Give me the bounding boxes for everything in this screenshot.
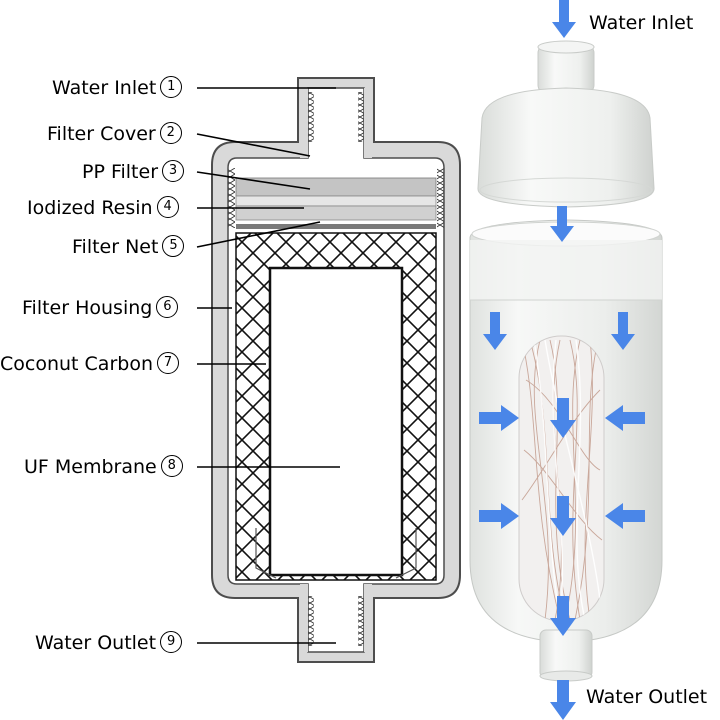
leader-pp-filter [196, 171, 311, 190]
arrow-in-left [479, 405, 519, 431]
label-number: 5 [162, 234, 185, 257]
label-text: Water Inlet [52, 77, 157, 99]
arrow-in-right-low [605, 503, 645, 529]
label-text: Filter Housing [22, 297, 153, 319]
filter-photo [469, 40, 663, 682]
arrow-cap-down [550, 206, 574, 242]
cross-section [211, 77, 461, 663]
outlet-threads [358, 596, 364, 646]
cover-threads [437, 168, 444, 228]
arrow-in-left-low [479, 503, 519, 529]
iodized-resin-layer [235, 195, 437, 207]
outlet-wall-right [364, 584, 372, 652]
flow-arrows [479, 0, 645, 720]
leader-lines [196, 87, 340, 644]
body-thread-band [470, 240, 662, 300]
arrow-inlet-down [552, 0, 576, 38]
label-text: Iodized Resin [27, 197, 153, 219]
label-number: 7 [156, 351, 179, 374]
resin-layer-lower [235, 205, 437, 221]
inlet-threads [358, 92, 364, 142]
arrow-side-down-right [611, 312, 635, 350]
label-number: 3 [162, 159, 185, 182]
photo-outlet-label: Water Outlet [586, 686, 708, 708]
membrane-fibers-light [533, 339, 601, 621]
leader-filter-cover [196, 133, 311, 157]
arrow-exit-down [550, 596, 576, 636]
bottom-seal [255, 528, 277, 579]
filter-net-layer [236, 224, 436, 229]
outlet-wall-left [300, 584, 308, 652]
arrow-center-down-low [550, 496, 576, 536]
inlet-threads [308, 92, 314, 142]
label-text: UF Membrane [24, 456, 157, 478]
pp-filter-layer [235, 177, 437, 197]
label-text: PP Filter [82, 161, 159, 183]
leader-filter-net [196, 221, 321, 248]
cap-rim [479, 177, 653, 203]
photo-inlet-label: Water Inlet [589, 12, 694, 34]
label-text: Coconut Carbon [0, 353, 153, 375]
arrow-in-right [605, 405, 645, 431]
outlet-threads [308, 596, 314, 646]
arrow-side-down-left [483, 312, 507, 350]
label-number: 4 [156, 195, 179, 218]
uf-membrane-box [268, 266, 404, 577]
cap-body [477, 87, 655, 208]
membrane-fibers [521, 339, 603, 621]
arrow-outlet-down [550, 680, 576, 720]
outlet-nozzle-bottom [539, 670, 593, 682]
label-text: Filter Net [72, 236, 159, 258]
label-text: Water Outlet [35, 632, 157, 654]
arrow-center-down [550, 398, 576, 438]
label-number: 6 [156, 295, 179, 318]
cap-nozzle-top [537, 40, 595, 54]
bottom-seal [395, 528, 417, 579]
cover-threads [228, 168, 235, 228]
inlet-wall-right [364, 88, 372, 158]
label-number: 9 [160, 630, 183, 653]
label-number: 2 [159, 121, 182, 144]
label-number: 1 [160, 75, 183, 98]
label-text: Filter Cover [47, 123, 156, 145]
label-number: 8 [160, 454, 183, 477]
inlet-wall-left [300, 88, 308, 158]
